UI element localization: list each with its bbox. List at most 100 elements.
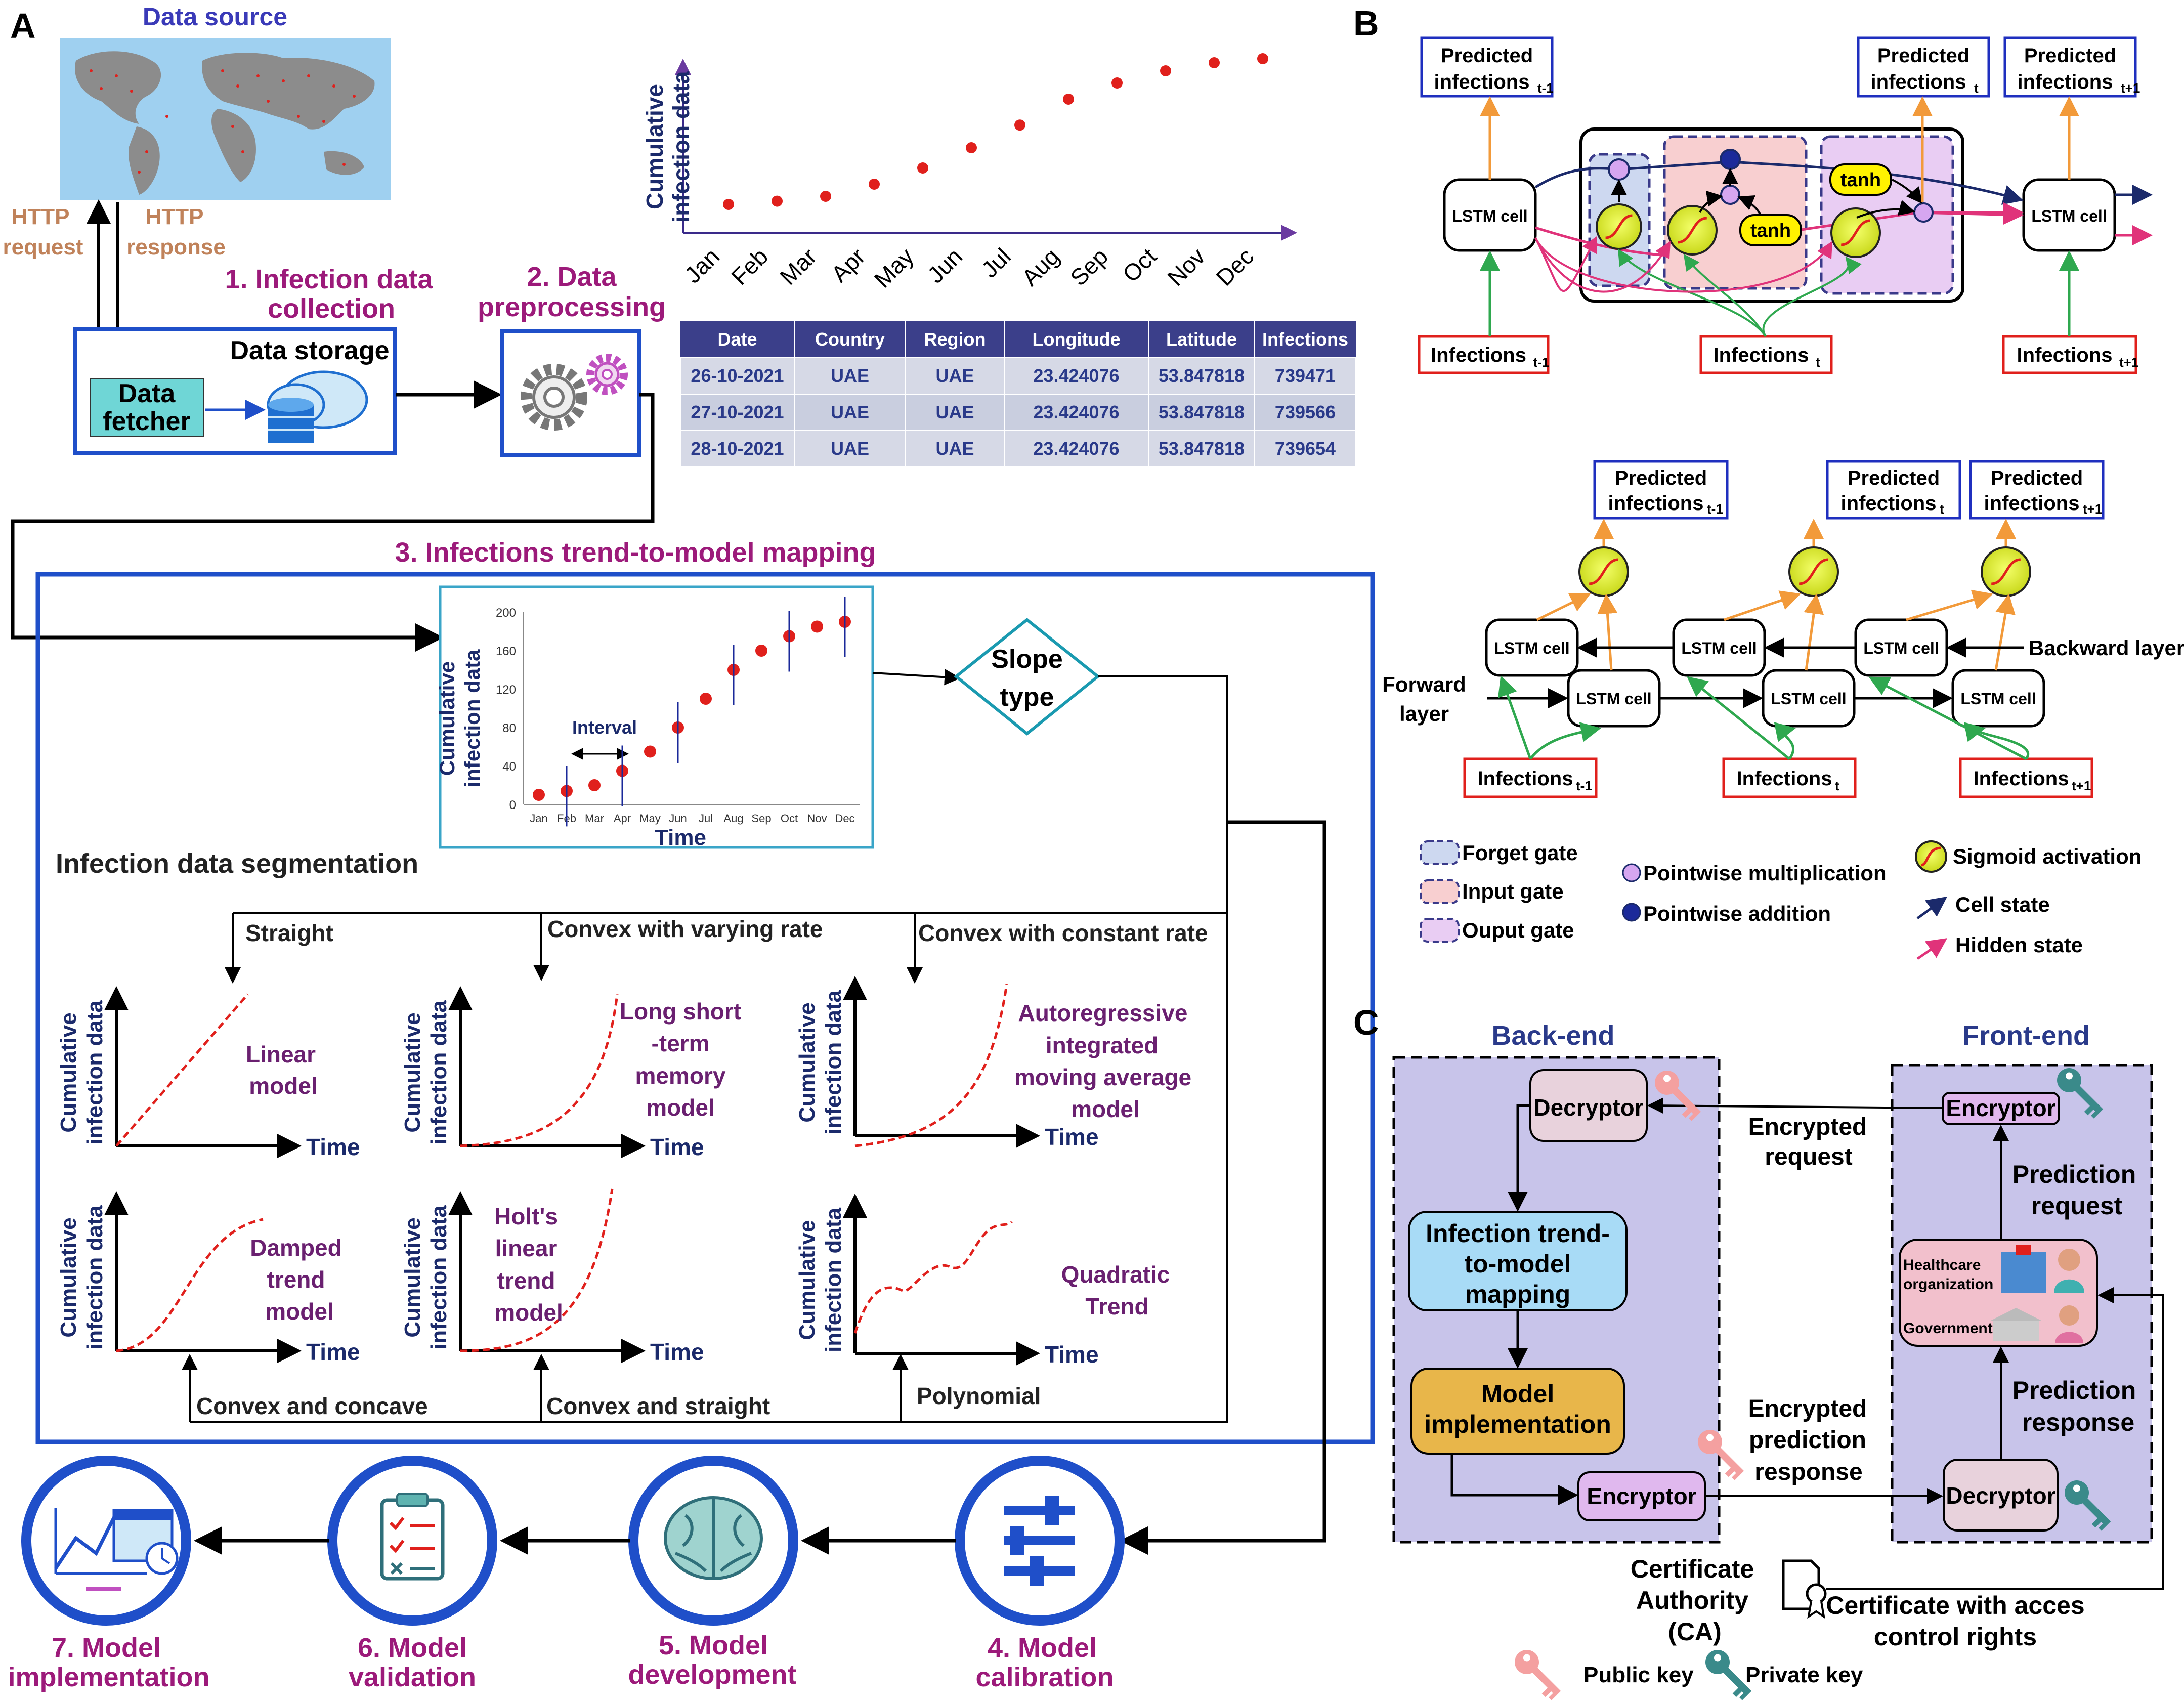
frontend-encryptor-box	[1942, 1092, 2060, 1125]
top-chart-point-Mar	[820, 191, 831, 202]
mapping-label-1: Infection trend-	[1426, 1219, 1610, 1248]
key-tooth	[1682, 1108, 1692, 1118]
infections-subscript: t-1	[1576, 778, 1592, 793]
tanh-output-label: tanh	[1840, 169, 1881, 191]
public-key-legend-icon	[1515, 1650, 1561, 1700]
http-response-label-2: response	[126, 235, 226, 260]
brain-icon	[664, 1496, 763, 1580]
predicted-subscript: t+1	[2121, 80, 2140, 96]
sigmoid-curve	[1589, 558, 1619, 585]
legend-cell-state: Cell state	[1955, 892, 2050, 916]
predicted-subscript: t-1	[1707, 501, 1723, 517]
top-chart-point-Sep	[1111, 77, 1123, 89]
lstm-cell-left-label: LSTM cell	[1452, 207, 1527, 225]
predicted-infections-label: infections	[1984, 492, 2080, 515]
key-hole	[2073, 1484, 2080, 1492]
seg-xtick-Nov: Nov	[807, 812, 827, 825]
step3-box	[35, 572, 1375, 1444]
step7-label-1: 7. Model	[52, 1633, 161, 1663]
key-shaft	[1721, 1666, 1752, 1696]
model-impl-label-2: implementation	[1424, 1410, 1611, 1438]
segmentation-title: Infection data segmentation	[56, 848, 418, 879]
seg-xtick-Aug: Aug	[723, 812, 743, 825]
model-linear-2: model	[249, 1073, 317, 1099]
private-key-icon-frontend	[2057, 1068, 2104, 1119]
table-header-1: Country	[815, 329, 885, 350]
mapping-to-calibration-arrow	[1120, 820, 1326, 1555]
backward-layer-label: Backward layer	[2029, 636, 2184, 660]
table-cell: 53.847818	[1159, 438, 1245, 459]
sliders-icon	[1004, 1496, 1075, 1586]
public-key-legend-label: Public key	[1583, 1663, 1694, 1687]
lstm-cell-right-label: LSTM cell	[2031, 207, 2107, 225]
step2-label-2: preprocessing	[478, 292, 666, 322]
seg-point-Jul	[700, 693, 712, 705]
model-damped-2: trend	[267, 1266, 325, 1293]
mini-model-curve	[115, 993, 249, 1147]
bi-back-to-sig	[1906, 589, 1993, 621]
table-cell: 53.847818	[1159, 365, 1245, 386]
infections-label: Infections	[2017, 344, 2113, 366]
data-storage-label: Data storage	[230, 336, 390, 365]
pointwise-add-node	[1720, 149, 1741, 170]
backend-title: Back-end	[1491, 1020, 1614, 1051]
interval-label: Interval	[572, 717, 637, 738]
top-chart-point-Dec	[1257, 53, 1268, 64]
forget-sigmoid	[1596, 203, 1642, 250]
mini-ylabel-1: Cumulative	[56, 1217, 81, 1337]
panel-c: C Back-end Front-end Decryptor Infection…	[1353, 1003, 2164, 1700]
table-cell: 27-10-2021	[691, 402, 784, 422]
branch-convex-varying: Convex with varying rate	[547, 916, 823, 942]
model-holt-3: trend	[497, 1267, 555, 1294]
bi-sigmoid-1	[1788, 546, 1839, 597]
key-tooth	[1549, 1692, 1557, 1700]
infections-subscript: t+1	[2072, 778, 2091, 793]
predicted-label: Predicted	[1991, 467, 2083, 489]
key-tooth	[2091, 1111, 2099, 1119]
model-arima-4: model	[1071, 1096, 1139, 1122]
hospital-icon	[2001, 1245, 2084, 1293]
seg-xtick-Apr: Apr	[614, 812, 631, 825]
sigmoid-curve	[1840, 219, 1871, 246]
infections-box-bi-0	[1463, 757, 1598, 798]
top-chart-point-Jul	[1014, 119, 1025, 131]
mini-ylabel-1: Cumulative	[400, 1217, 425, 1337]
world-map-image	[60, 38, 391, 200]
legend-sigmoid-icon	[1915, 840, 1947, 873]
enc-request-label-1: Encrypted	[1748, 1114, 1867, 1140]
calendar-chart-icon	[54, 1508, 179, 1591]
seg-xtick-Sep: Sep	[751, 812, 771, 825]
frontend-decryptor-label: Decryptor	[1946, 1482, 2055, 1509]
seg-ytick-40: 40	[502, 760, 516, 774]
mini-ylabel-2: infection data	[426, 1205, 451, 1350]
lstm-cell-label: LSTM cell	[1863, 639, 1939, 657]
panel-c-letter: C	[1353, 1003, 1379, 1042]
bi-fwd-to-sig	[1994, 593, 2016, 671]
key-tooth	[1541, 1687, 1552, 1697]
step1-label-2: collection	[268, 293, 395, 324]
key-hole	[1706, 1434, 1714, 1441]
infections-box-top-0	[1418, 335, 1550, 374]
branch-convex-straight: Convex and straight	[546, 1393, 770, 1419]
table-cell: UAE	[935, 402, 974, 422]
top-chart-point-Jan	[723, 199, 734, 210]
mini-ylabel-1: Cumulative	[795, 1002, 820, 1122]
key-tooth	[1732, 1472, 1740, 1480]
legend-mult: Pointwise multiplication	[1643, 861, 1887, 885]
table-cell: 28-10-2021	[691, 438, 784, 459]
lstm-legend: Forget gate Input gate Ouput gate Pointw…	[1420, 840, 2142, 960]
seg-ytick-0: 0	[509, 798, 516, 812]
infections-subscript: t	[1835, 778, 1839, 793]
implementation-circle	[21, 1456, 191, 1626]
bi-back-to-sig	[1724, 590, 1801, 621]
bi-forward-cell-2	[1951, 669, 2045, 728]
predicted-infections-label: infections	[1434, 71, 1530, 93]
government-building-icon	[1991, 1305, 2083, 1343]
key-tooth	[2084, 1105, 2094, 1116]
mini-ylabel-2: infection data	[82, 1205, 107, 1350]
model-quadratic-2: Trend	[1085, 1293, 1148, 1320]
bi-in-fwd	[1529, 722, 1601, 760]
infections-label: Infections	[1974, 768, 2069, 790]
output-sigmoid	[1830, 207, 1881, 258]
